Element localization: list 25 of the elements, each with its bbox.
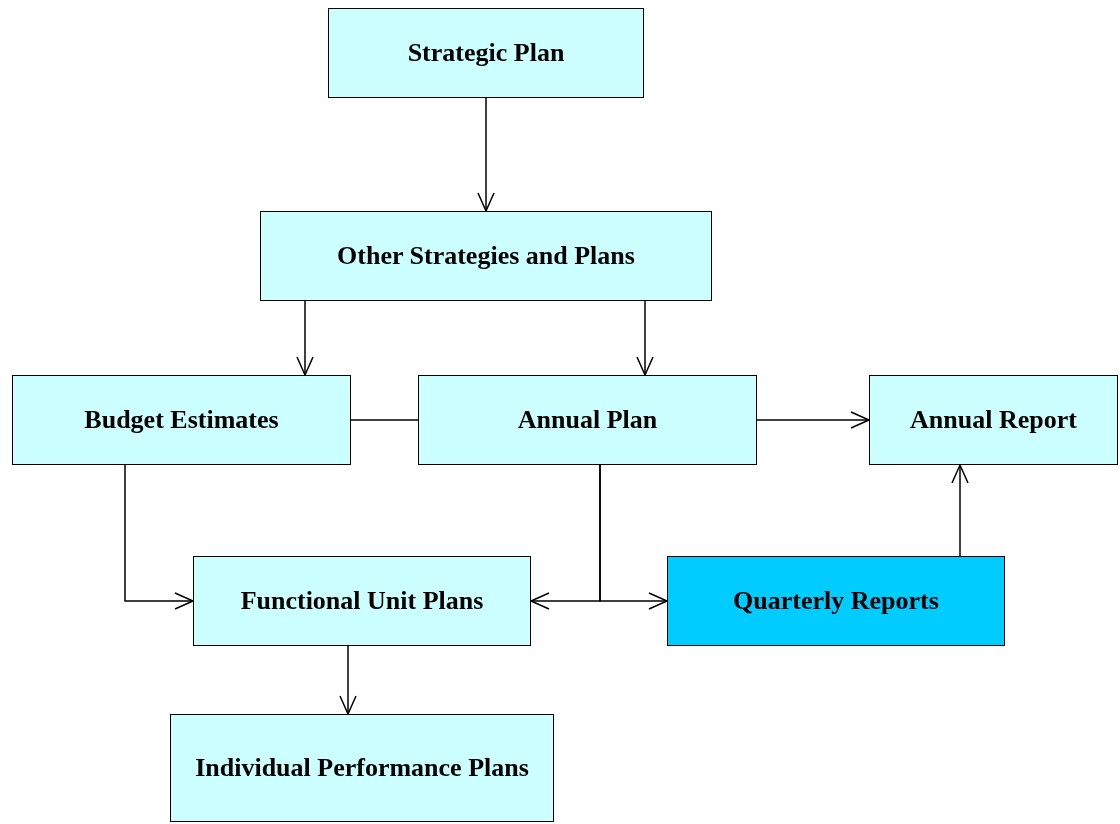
process-box xyxy=(328,8,644,98)
arrow xyxy=(756,411,870,429)
box-label: Budget Estimates xyxy=(84,404,279,437)
box-label: Other Strategies and Plans xyxy=(337,240,635,273)
connector-line xyxy=(350,419,419,421)
process-box xyxy=(170,714,554,822)
box-label: Individual Performance Plans xyxy=(195,752,529,785)
process-box xyxy=(869,375,1118,465)
box-label: Annual Report xyxy=(910,404,1077,437)
process-box xyxy=(418,375,757,465)
box-label: Strategic Plan xyxy=(407,37,565,70)
arrow xyxy=(339,645,357,715)
box-label: Functional Unit Plans xyxy=(240,585,484,618)
process-box xyxy=(260,211,712,301)
arrow xyxy=(124,464,194,610)
box-label: Annual Plan xyxy=(517,404,658,437)
process-box xyxy=(193,556,531,646)
arrow xyxy=(477,97,495,212)
arrow xyxy=(951,464,969,557)
process-box xyxy=(667,556,1005,646)
arrow xyxy=(636,300,654,376)
box-label: Quarterly Reports xyxy=(733,585,939,618)
process-box xyxy=(12,375,351,465)
arrow xyxy=(599,464,668,610)
arrow xyxy=(296,300,314,376)
